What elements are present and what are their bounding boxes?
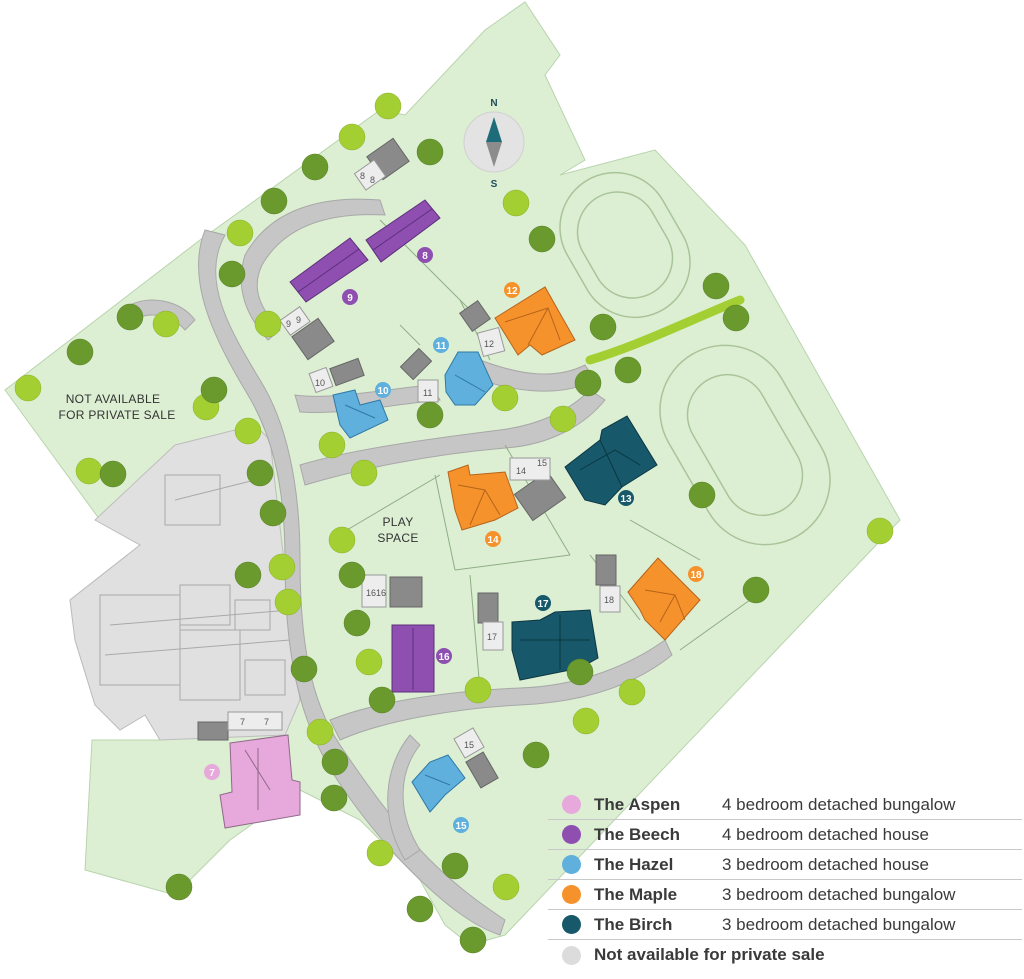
legend-description: 3 bedroom detached bungalow bbox=[722, 884, 956, 904]
house-plot-11[interactable] bbox=[444, 351, 494, 406]
svg-text:15: 15 bbox=[455, 821, 467, 832]
svg-text:15: 15 bbox=[537, 458, 547, 468]
main-road bbox=[198, 229, 506, 936]
south-spur-road bbox=[387, 734, 421, 861]
svg-text:16: 16 bbox=[376, 588, 386, 598]
garages bbox=[197, 137, 617, 789]
svg-text:8: 8 bbox=[370, 175, 375, 185]
svg-text:S: S bbox=[491, 179, 498, 190]
trees-dark bbox=[66, 138, 770, 954]
svg-text:10: 10 bbox=[377, 386, 389, 397]
svg-text:16: 16 bbox=[366, 588, 376, 598]
legend-description: 4 bedroom detached bungalow bbox=[722, 794, 956, 814]
central-road bbox=[299, 389, 606, 486]
house-plot-16[interactable] bbox=[391, 624, 435, 693]
legend-row-beech: The Beech 4 bedroom detached house bbox=[548, 820, 1022, 850]
svg-text:13: 13 bbox=[620, 494, 632, 505]
svg-text:15: 15 bbox=[464, 740, 474, 750]
svg-text:7: 7 bbox=[209, 768, 215, 779]
legend-name: The Maple bbox=[594, 884, 678, 904]
svg-text:12: 12 bbox=[506, 286, 518, 297]
house-plot-10[interactable] bbox=[332, 389, 389, 439]
running-tracks bbox=[559, 171, 831, 546]
legend-name: The Birch bbox=[594, 914, 673, 934]
legend-name: Not available for private sale bbox=[594, 945, 825, 964]
svg-text:N: N bbox=[490, 98, 497, 109]
house-plot-7[interactable] bbox=[219, 734, 301, 829]
legend-row-maple: The Maple 3 bedroom detached bungalow bbox=[548, 880, 1022, 910]
svg-text:18: 18 bbox=[690, 570, 702, 581]
svg-text:11: 11 bbox=[423, 388, 432, 398]
svg-text:14: 14 bbox=[516, 466, 526, 476]
house-plot-9[interactable] bbox=[289, 237, 369, 303]
legend-name: The Aspen bbox=[594, 794, 681, 814]
legend-row-birch: The Birch 3 bedroom detached bungalow bbox=[548, 910, 1022, 940]
not-available-color-dot bbox=[562, 945, 581, 965]
play-space-label-line1: PLAY bbox=[383, 515, 414, 529]
green-footpath bbox=[585, 295, 745, 365]
svg-text:17: 17 bbox=[487, 632, 497, 642]
house-type-legend: The Aspen 4 bedroom detached bungalow Th… bbox=[548, 790, 1022, 970]
aspen-color-dot bbox=[562, 795, 581, 814]
svg-text:14: 14 bbox=[487, 535, 499, 546]
svg-text:17: 17 bbox=[537, 599, 549, 610]
hazel-color-dot bbox=[562, 855, 581, 874]
legend-row-hazel: The Hazel 3 bedroom detached house bbox=[548, 850, 1022, 880]
svg-text:11: 11 bbox=[436, 341, 447, 352]
beech-color-dot bbox=[562, 825, 581, 844]
house-plot-18[interactable] bbox=[627, 557, 701, 641]
legend-description: 4 bedroom detached house bbox=[722, 824, 929, 844]
house-plot-8[interactable] bbox=[365, 199, 441, 263]
legend-name: The Hazel bbox=[594, 854, 674, 874]
svg-text:10: 10 bbox=[315, 378, 325, 388]
svg-text:9: 9 bbox=[296, 315, 301, 325]
not-available-outlines bbox=[99, 474, 291, 701]
garage-label-boxes bbox=[227, 159, 621, 759]
house-plot-15[interactable] bbox=[411, 754, 466, 813]
svg-text:9: 9 bbox=[347, 293, 353, 304]
birch-color-dot bbox=[562, 915, 581, 934]
legend-row-aspen: The Aspen 4 bedroom detached bungalow bbox=[548, 790, 1022, 820]
svg-text:8: 8 bbox=[360, 171, 365, 181]
svg-text:16: 16 bbox=[438, 652, 450, 663]
trees bbox=[14, 92, 894, 901]
svg-text:18: 18 bbox=[604, 595, 614, 605]
compass-north-needle bbox=[486, 117, 502, 142]
house-plot-14[interactable] bbox=[447, 464, 519, 531]
house-plot-12[interactable] bbox=[494, 286, 576, 356]
svg-text:8: 8 bbox=[422, 251, 428, 262]
maple-color-dot bbox=[562, 885, 581, 904]
compass-south-needle bbox=[486, 142, 502, 167]
play-space-label-line2: SPACE bbox=[377, 531, 418, 545]
compass: N S bbox=[463, 98, 525, 190]
svg-text:7: 7 bbox=[264, 717, 269, 727]
svg-text:9: 9 bbox=[286, 319, 291, 329]
not-available-label-line2: FOR PRIVATE SALE bbox=[58, 408, 175, 422]
svg-text:7: 7 bbox=[240, 717, 245, 727]
legend-description: 3 bedroom detached house bbox=[722, 854, 929, 874]
house-plot-13[interactable] bbox=[564, 415, 658, 506]
garage-numbers: 8 8 9 9 10 11 12 14 15 16 16 17 18 15 7 … bbox=[240, 171, 614, 750]
svg-text:12: 12 bbox=[484, 339, 494, 349]
south-loop-road bbox=[329, 639, 673, 741]
legend-name: The Beech bbox=[594, 824, 680, 844]
not-available-label-line1: NOT AVAILABLE bbox=[66, 392, 161, 406]
legend-description: 3 bedroom detached bungalow bbox=[722, 914, 956, 934]
plot-badges: 7 8 9 10 11 12 13 14 15 16 17 18 bbox=[204, 247, 704, 833]
legend-row-not-available: Not available for private sale bbox=[548, 940, 1022, 970]
